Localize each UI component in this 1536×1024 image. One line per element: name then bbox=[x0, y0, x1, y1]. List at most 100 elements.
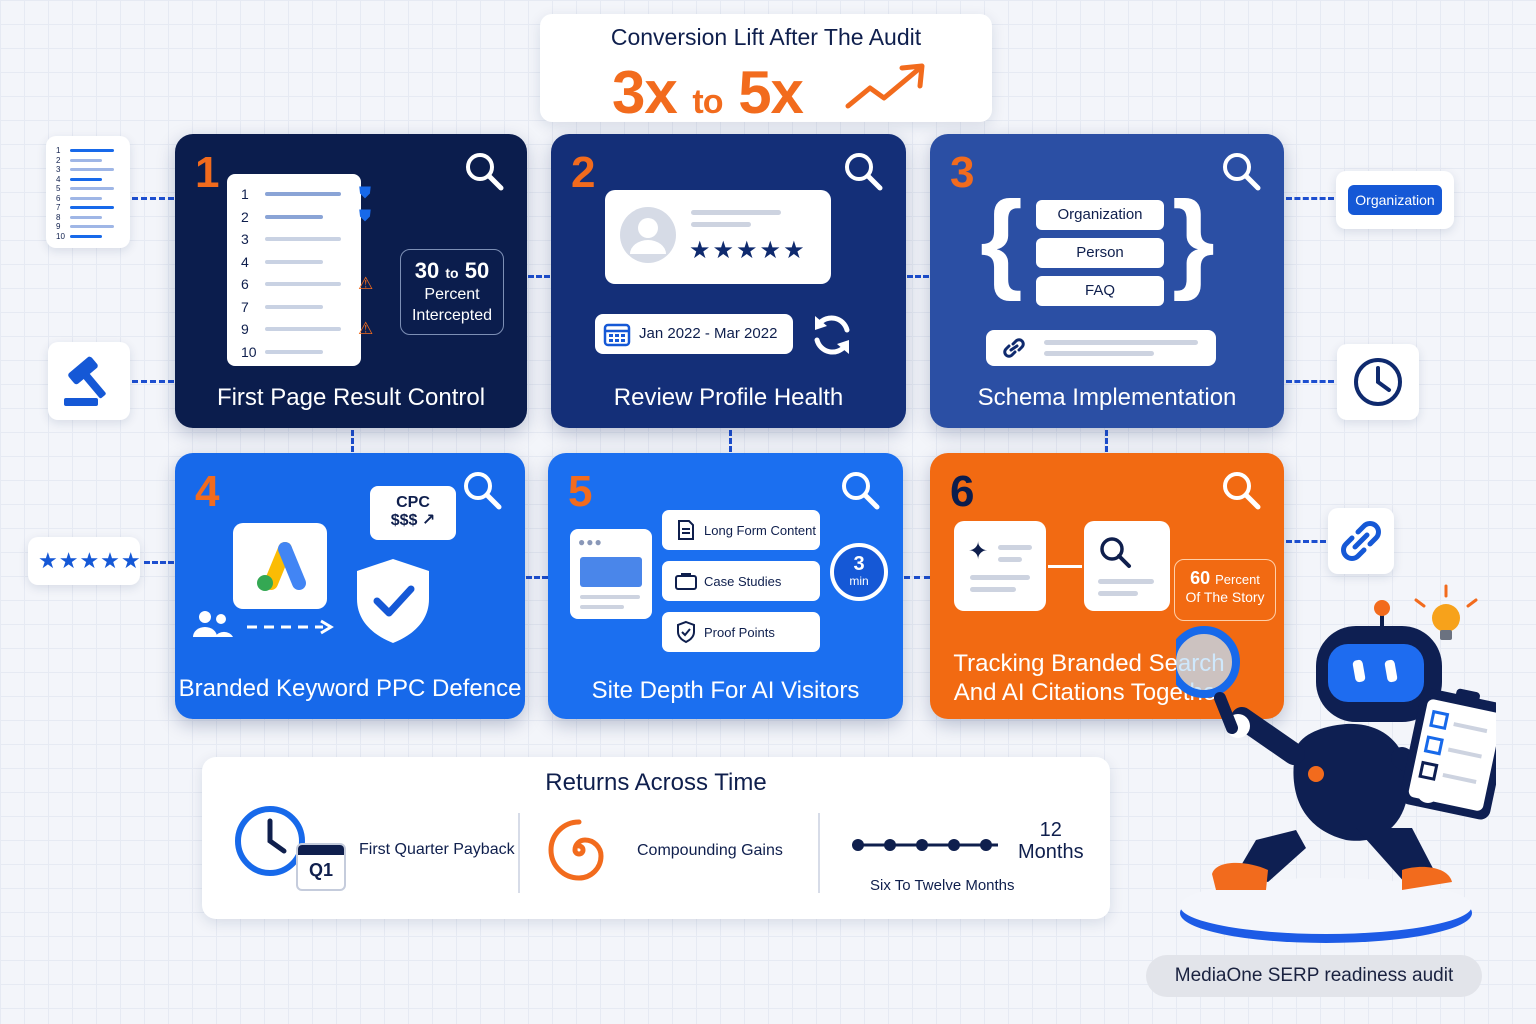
return-item: Compounding Gains bbox=[637, 842, 783, 859]
result-bar bbox=[70, 196, 102, 200]
gavel-icon bbox=[64, 356, 106, 406]
search-icon bbox=[845, 153, 883, 191]
rank-number: 6 bbox=[241, 276, 249, 292]
clock-icon bbox=[1354, 358, 1402, 406]
connector-line bbox=[1048, 565, 1082, 568]
clock-card bbox=[1337, 344, 1419, 420]
avatar-icon bbox=[620, 207, 676, 263]
rank-number: 7 bbox=[56, 203, 61, 212]
google-ads-icon bbox=[257, 542, 306, 591]
result-bar bbox=[70, 234, 102, 238]
schema-link-bar bbox=[986, 330, 1216, 366]
rank-number: 10 bbox=[56, 231, 65, 241]
review-profile-card: ★★★★★ bbox=[605, 190, 831, 284]
shield-check-icon bbox=[677, 620, 695, 644]
organization-tag: Organization bbox=[1348, 185, 1442, 215]
shield-check-icon bbox=[357, 559, 429, 643]
robot-mascot-illustration bbox=[1176, 584, 1496, 943]
card-number: 6 bbox=[950, 467, 975, 516]
connector bbox=[904, 576, 930, 579]
card-title: Review Profile Health bbox=[613, 384, 844, 411]
ai-answer-card: ✦ bbox=[954, 521, 1046, 611]
warning-icon: ⚠ bbox=[358, 274, 374, 293]
text-line bbox=[691, 222, 751, 227]
footer-brand-pill: MediaOne SERP readiness audit bbox=[1146, 955, 1482, 997]
connector bbox=[1105, 430, 1108, 452]
result-bar bbox=[70, 215, 102, 219]
timeline-icon bbox=[852, 839, 998, 851]
text-line bbox=[1098, 591, 1138, 596]
google-ads-logo-card bbox=[233, 523, 327, 609]
search-icon bbox=[1100, 537, 1131, 568]
schema-type-pill: Person bbox=[1036, 238, 1164, 268]
rank-number: 7 bbox=[241, 298, 249, 315]
link-card bbox=[1328, 508, 1394, 574]
stars-rating: ★★★★★ bbox=[689, 237, 807, 264]
returns-across-time-panel: Returns Across Time Q1 First Quarter Pay… bbox=[202, 757, 1110, 919]
spiral-icon bbox=[548, 819, 604, 881]
card-number: 3 bbox=[950, 148, 975, 197]
result-bar bbox=[265, 327, 341, 331]
organization-tag-card: Organization bbox=[1336, 171, 1454, 229]
result-bar bbox=[70, 225, 114, 228]
content-item: Case Studies bbox=[662, 561, 820, 601]
search-icon bbox=[1223, 153, 1261, 191]
text-line bbox=[1044, 340, 1198, 345]
result-bar bbox=[265, 192, 341, 196]
rank-number: 8 bbox=[56, 212, 61, 222]
text-line bbox=[970, 575, 1030, 580]
image-block bbox=[580, 557, 642, 587]
clock-icon bbox=[235, 806, 305, 876]
connector bbox=[144, 561, 174, 564]
rank-number: 9 bbox=[241, 321, 249, 337]
card-title: Site Depth For AI Visitors bbox=[591, 677, 860, 704]
shield-icon: ⛊ bbox=[359, 185, 372, 202]
intercepted-percent-badge: 30 to 50 Percent Intercepted bbox=[400, 249, 504, 335]
date-range-pill: Jan 2022 - Mar 2022 bbox=[595, 314, 793, 354]
search-result-card bbox=[1084, 521, 1170, 611]
rank-number: 3 bbox=[241, 231, 249, 247]
document-icon bbox=[678, 520, 694, 540]
card-title: First Page Result Control bbox=[216, 384, 486, 411]
result-bar bbox=[70, 177, 102, 181]
users-icon bbox=[193, 611, 233, 637]
text-line bbox=[1044, 351, 1154, 356]
result-bar bbox=[265, 304, 323, 309]
story-percent-badge: 60 Percent Of The Story bbox=[1174, 559, 1276, 621]
card-schema-implementation: 3 { } Organization Person FAQ Schema Imp… bbox=[930, 134, 1284, 428]
schema-type-pill: FAQ bbox=[1036, 276, 1164, 306]
card-number: 4 bbox=[195, 467, 220, 516]
return-item: First Quarter Payback bbox=[359, 841, 515, 858]
rank-number: 9 bbox=[56, 222, 61, 231]
connector bbox=[132, 197, 174, 200]
connector bbox=[132, 380, 174, 383]
result-bar bbox=[265, 282, 341, 286]
trend-up-icon bbox=[845, 63, 925, 109]
rank-number: 2 bbox=[241, 208, 249, 225]
rank-number: 3 bbox=[56, 165, 61, 174]
calendar-icon bbox=[603, 323, 631, 347]
search-icon bbox=[1223, 472, 1261, 510]
sparkle-icon: ✦ bbox=[968, 538, 989, 565]
result-bar bbox=[70, 149, 114, 152]
search-icon bbox=[842, 472, 880, 510]
card-review-profile-health: 2 ★★★★★ Jan 2022 - Mar 2022 Review Profi… bbox=[551, 134, 906, 428]
conversion-lift-value: 3x to 5x bbox=[612, 59, 804, 126]
stars-rating: ★★★★★ bbox=[38, 548, 142, 573]
gavel-card bbox=[48, 342, 130, 420]
returns-title: Returns Across Time bbox=[545, 769, 767, 796]
refresh-icon bbox=[814, 315, 850, 355]
search-icon bbox=[466, 153, 504, 191]
dashed-arrow-icon bbox=[247, 619, 334, 635]
rating-card: ★★★★★ bbox=[28, 537, 142, 585]
connector bbox=[526, 576, 548, 579]
rank-number: 4 bbox=[56, 174, 61, 184]
result-bar bbox=[265, 259, 323, 264]
connector bbox=[907, 275, 929, 278]
result-bar bbox=[265, 349, 323, 354]
text-line bbox=[580, 595, 640, 599]
search-icon bbox=[464, 472, 502, 510]
